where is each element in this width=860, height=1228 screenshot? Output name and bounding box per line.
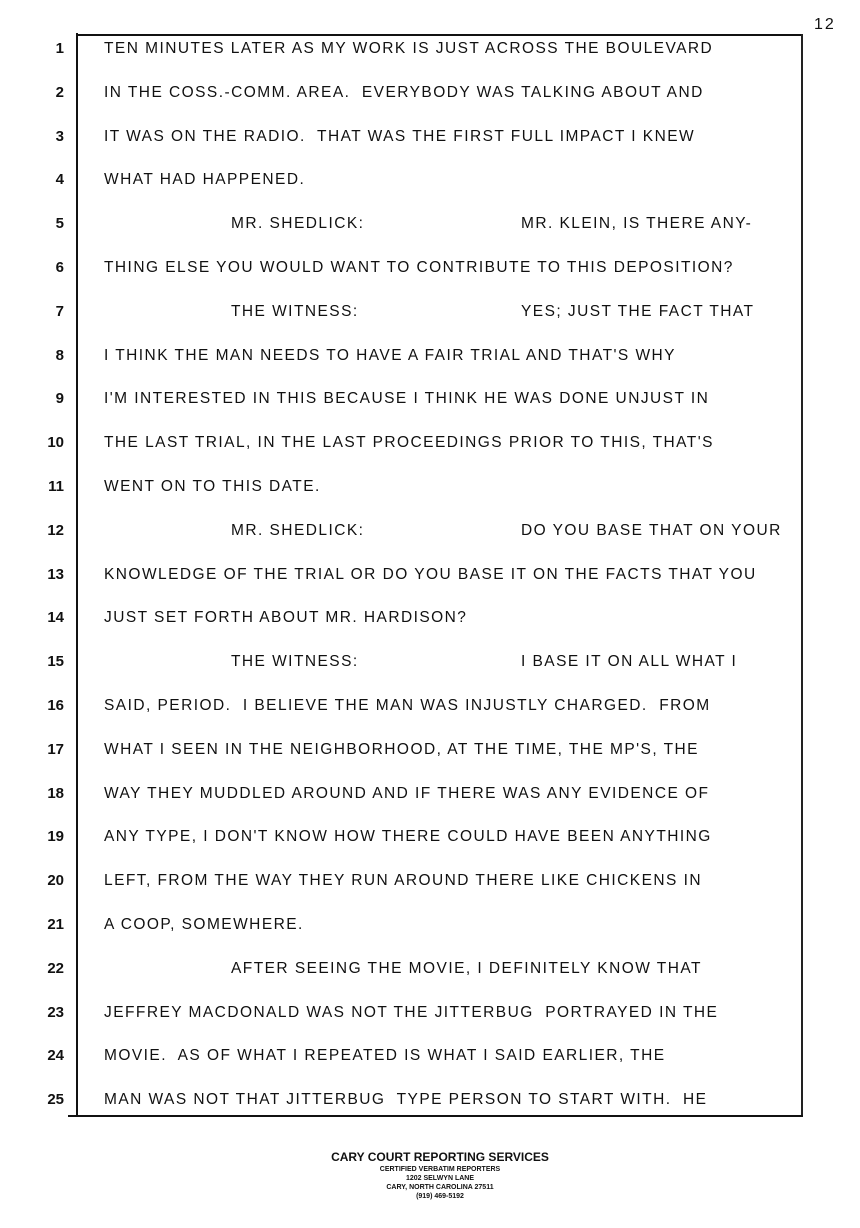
line-text: I THINK THE MAN NEEDS TO HAVE A FAIR TRI… xyxy=(104,346,676,364)
footer-city: CARY, NORTH CAROLINA 27511 xyxy=(386,1184,494,1191)
transcript-line: 14 JUST SET FORTH ABOUT MR. HARDISON? xyxy=(0,609,860,629)
margin-line-top xyxy=(76,34,803,36)
line-number: 25 xyxy=(47,1091,64,1109)
line-number: 15 xyxy=(47,653,64,671)
reporter-footer: CARY COURT REPORTING SERVICES CERTIFIED … xyxy=(300,1150,580,1200)
line-text: AFTER SEEING THE MOVIE, I DEFINITELY KNO… xyxy=(231,959,702,977)
footer-phone: (919) 469-5192 xyxy=(416,1193,464,1200)
line-text: IT WAS ON THE RADIO. THAT WAS THE FIRST … xyxy=(104,127,696,145)
line-number: 2 xyxy=(55,83,64,101)
line-number: 8 xyxy=(55,346,64,364)
transcript-line: 11 WENT ON TO THIS DATE. xyxy=(0,478,860,498)
transcript-line: 3 IT WAS ON THE RADIO. THAT WAS THE FIRST… xyxy=(0,128,860,148)
line-number: 19 xyxy=(47,828,64,846)
line-text: I BASE IT ON ALL WHAT I xyxy=(521,653,738,671)
line-text: JUST SET FORTH ABOUT MR. HARDISON? xyxy=(104,609,468,627)
transcript-line: 1 TEN MINUTES LATER AS MY WORK IS JUST AC… xyxy=(0,40,860,60)
transcript-line: 2 IN THE COSS.-COMM. AREA. EVERYBODY WAS … xyxy=(0,84,860,104)
transcript-line: 12 MR. SHEDLICK: DO YOU BASE THAT ON YOUR xyxy=(0,522,860,542)
transcript-line: 21 A COOP, SOMEWHERE. xyxy=(0,916,860,936)
footer-address: 1202 SELWYN LANE xyxy=(405,1175,475,1182)
transcript-line: 24 MOVIE. AS OF WHAT I REPEATED IS WHAT I… xyxy=(0,1047,860,1067)
transcript-line: 13 KNOWLEDGE OF THE TRIAL OR DO YOU BASE … xyxy=(0,566,860,586)
line-text: A COOP, SOMEWHERE. xyxy=(104,916,304,933)
transcript-line: 9 I'M INTERESTED IN THIS BECAUSE I THINK … xyxy=(0,390,860,410)
line-number: 20 xyxy=(47,872,64,890)
line-text: IN THE COSS.-COMM. AREA. EVERYBODY WAS T… xyxy=(104,83,704,101)
line-number: 22 xyxy=(47,959,64,977)
line-number: 7 xyxy=(55,302,64,320)
transcript-line: 8 I THINK THE MAN NEEDS TO HAVE A FAIR TR… xyxy=(0,347,860,367)
transcript-line: 17 WHAT I SEEN IN THE NEIGHBORHOOD, AT TH… xyxy=(0,741,860,761)
line-number: 23 xyxy=(47,1003,64,1021)
line-number: 1 xyxy=(55,40,64,57)
margin-line-left xyxy=(76,33,78,1116)
line-text: KNOWLEDGE OF THE TRIAL OR DO YOU BASE IT… xyxy=(104,565,757,583)
line-text: MAN WAS NOT THAT JITTERBUG TYPE PERSON T… xyxy=(104,1091,708,1109)
line-number: 9 xyxy=(55,390,64,408)
line-text: I'M INTERESTED IN THIS BECAUSE I THINK H… xyxy=(104,390,710,408)
transcript-line: 15 THE WITNESS: I BASE IT ON ALL WHAT I xyxy=(0,653,860,673)
transcript-line: 7 THE WITNESS: YES; JUST THE FACT THAT xyxy=(0,303,860,323)
transcript-line: 10 THE LAST TRIAL, IN THE LAST PROCEEDING… xyxy=(0,434,860,454)
line-text: WENT ON TO THIS DATE. xyxy=(104,478,321,495)
footer-tagline: CERTIFIED VERBATIM REPORTERS xyxy=(379,1166,501,1173)
speaker-label: MR. SHEDLICK: xyxy=(231,215,365,233)
line-number: 13 xyxy=(47,565,64,583)
line-number: 10 xyxy=(47,434,64,452)
line-number: 4 xyxy=(55,171,64,189)
transcript-line: 22 AFTER SEEING THE MOVIE, I DEFINITELY K… xyxy=(0,960,860,980)
page-number: 12 xyxy=(814,16,836,33)
line-text: YES; JUST THE FACT THAT xyxy=(521,302,755,320)
line-number: 6 xyxy=(55,259,64,276)
line-text: WHAT HAD HAPPENED. xyxy=(104,171,306,189)
line-number: 12 xyxy=(47,521,64,539)
line-number: 5 xyxy=(55,215,64,233)
transcript-line: 23 JEFFREY MACDONALD WAS NOT THE JITTERBU… xyxy=(0,1004,860,1024)
margin-line-bottom xyxy=(68,1115,803,1117)
transcript-line: 4 WHAT HAD HAPPENED. xyxy=(0,171,860,191)
line-text: WAY THEY MUDDLED AROUND AND IF THERE WAS… xyxy=(104,784,710,802)
line-number: 21 xyxy=(47,916,64,933)
line-text: WHAT I SEEN IN THE NEIGHBORHOOD, AT THE … xyxy=(104,740,699,758)
line-text: MOVIE. AS OF WHAT I REPEATED IS WHAT I S… xyxy=(104,1047,666,1065)
line-number: 11 xyxy=(48,478,64,495)
line-number: 16 xyxy=(47,697,64,714)
line-text: LEFT, FROM THE WAY THEY RUN AROUND THERE… xyxy=(104,872,702,890)
footer-company: CARY COURT REPORTING SERVICES xyxy=(331,1150,549,1164)
transcript-line: 16 SAID, PERIOD. I BELIEVE THE MAN WAS IN… xyxy=(0,697,860,717)
line-text: TEN MINUTES LATER AS MY WORK IS JUST ACR… xyxy=(104,40,714,57)
line-text: SAID, PERIOD. I BELIEVE THE MAN WAS INJU… xyxy=(104,697,711,714)
margin-line-right xyxy=(801,34,803,1116)
line-number: 14 xyxy=(47,609,64,627)
transcript-line: 25 MAN WAS NOT THAT JITTERBUG TYPE PERSON… xyxy=(0,1091,860,1111)
transcript-line: 19 ANY TYPE, I DON'T KNOW HOW THERE COULD… xyxy=(0,828,860,848)
transcript-line: 6 THING ELSE YOU WOULD WANT TO CONTRIBUTE… xyxy=(0,259,860,279)
line-number: 24 xyxy=(47,1047,64,1065)
transcript-line: 18 WAY THEY MUDDLED AROUND AND IF THERE W… xyxy=(0,785,860,805)
line-number: 17 xyxy=(47,740,64,758)
speaker-label: THE WITNESS: xyxy=(231,653,359,671)
speaker-label: MR. SHEDLICK: xyxy=(231,521,365,539)
line-number: 3 xyxy=(55,127,64,145)
line-text: ANY TYPE, I DON'T KNOW HOW THERE COULD H… xyxy=(104,828,712,846)
line-text: DO YOU BASE THAT ON YOUR xyxy=(521,521,782,539)
line-text: MR. KLEIN, IS THERE ANY- xyxy=(521,215,753,233)
line-text: JEFFREY MACDONALD WAS NOT THE JITTERBUG … xyxy=(104,1003,719,1021)
line-text: THING ELSE YOU WOULD WANT TO CONTRIBUTE … xyxy=(104,259,734,276)
line-text: THE LAST TRIAL, IN THE LAST PROCEEDINGS … xyxy=(104,434,714,452)
line-number: 18 xyxy=(47,784,64,802)
transcript-line: 5 MR. SHEDLICK: MR. KLEIN, IS THERE ANY- xyxy=(0,215,860,235)
transcript-line: 20 LEFT, FROM THE WAY THEY RUN AROUND THE… xyxy=(0,872,860,892)
speaker-label: THE WITNESS: xyxy=(231,302,359,320)
